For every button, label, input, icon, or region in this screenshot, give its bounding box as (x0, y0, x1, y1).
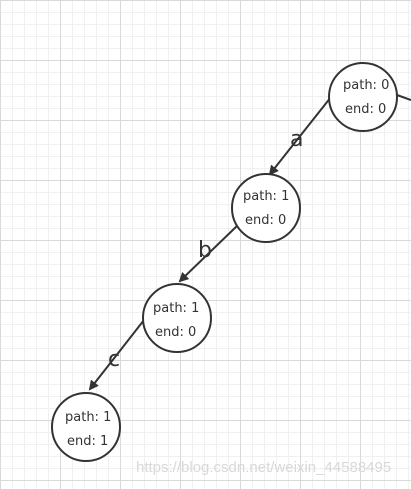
edge-c (88, 319, 145, 391)
trie-node-a: path: 1 end: 0 (231, 173, 301, 243)
edge-label-b: b (198, 238, 212, 263)
node-end-label: end: 0 (345, 102, 386, 117)
node-path-label: path: 0 (343, 78, 389, 93)
edge-label-c: c (108, 347, 120, 372)
node-end-label: end: 1 (67, 434, 108, 449)
node-end-label: end: 0 (245, 213, 286, 228)
node-path-label: path: 1 (153, 301, 199, 316)
edge-offscreen-right (396, 94, 411, 101)
node-path-label: path: 1 (243, 189, 289, 204)
node-end-label: end: 0 (155, 325, 196, 340)
node-path-label: path: 1 (65, 410, 111, 425)
watermark-text: https://blog.csdn.net/weixin_44588495 (136, 459, 392, 476)
edge-b (178, 224, 239, 283)
trie-node-root: path: 0 end: 0 (328, 62, 398, 132)
trie-node-b: path: 1 end: 0 (142, 283, 212, 353)
edge-label-a: a (290, 127, 303, 152)
edge-a (268, 96, 332, 176)
trie-node-c: path: 1 end: 1 (51, 392, 121, 462)
